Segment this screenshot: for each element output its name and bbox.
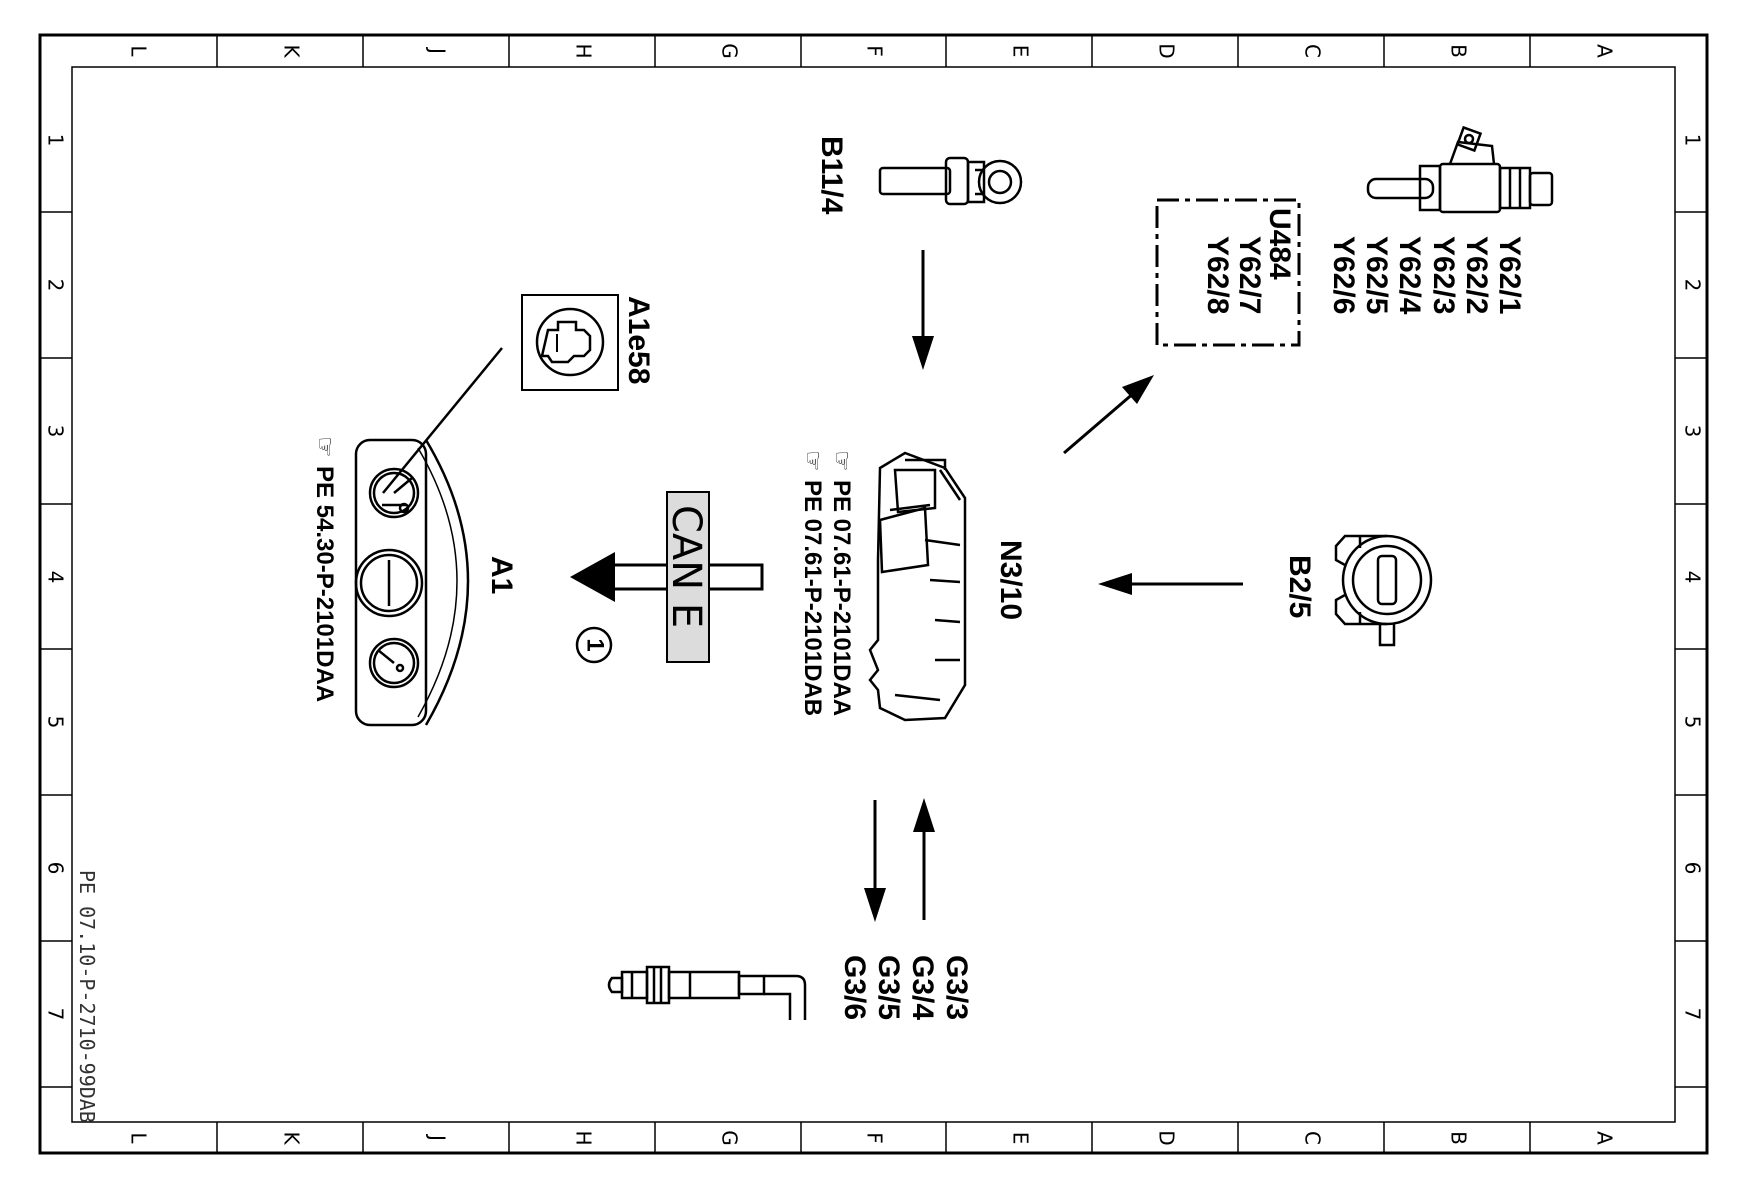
n3-10-reference-1: ☞ PE 07.61-P-2101DAA: [828, 450, 855, 716]
col-bottom-7: D: [1155, 1130, 1179, 1145]
row-right-7: 7: [1681, 1008, 1705, 1021]
u484-labels: U484 Y62/7 Y62/8: [1201, 208, 1296, 314]
col-top-9: B: [1447, 44, 1471, 58]
top-column-ruler: [216, 35, 1531, 67]
b11-4-sensor-icon: [878, 156, 1023, 206]
u484-dashed-box: [1155, 198, 1301, 347]
a1e58-label: A1e58: [622, 296, 655, 384]
row-right-3: 3: [1681, 425, 1705, 438]
row-right-6: 6: [1681, 862, 1705, 875]
a1-ref-hand-icon: ☞: [311, 436, 338, 458]
col-bottom-8: C: [1301, 1131, 1325, 1145]
row-left-4: 4: [44, 571, 68, 584]
can-e-callout-number: 1: [575, 626, 613, 664]
row-right-5: 5: [1681, 716, 1705, 729]
col-bottom-3: H: [572, 1130, 596, 1145]
column-letters-top: L K J H G F E D C B A: [127, 43, 1617, 59]
g3-item-3: G3/6: [838, 955, 871, 1020]
col-bottom-9: B: [1447, 1131, 1471, 1145]
b2-5-sensor-icon: [1334, 534, 1433, 647]
col-bottom-0: L: [127, 1132, 151, 1144]
inner-frame: [71, 66, 1676, 1123]
a1-instrument-cluster-icon: [354, 438, 470, 727]
a1e58-leader-line: [382, 347, 503, 494]
row-left-1: 1: [44, 134, 68, 147]
col-top-1: K: [280, 44, 304, 58]
arrow-n3-10-to-o2-sensors: [864, 800, 886, 922]
col-top-4: G: [718, 43, 742, 59]
row-left-2: 2: [44, 279, 68, 292]
row-right-2: 2: [1681, 279, 1705, 292]
can-e-label: CAN E: [663, 505, 709, 628]
u484-label: U484: [1263, 208, 1296, 280]
can-e-callout-text: 1: [582, 638, 609, 651]
n3-10-ref2-text: PE 07.61-P-2101DAB: [799, 480, 826, 716]
col-top-7: D: [1155, 43, 1179, 58]
y62-fuel-injector-icon: [1366, 125, 1554, 214]
col-bottom-2: J: [426, 1133, 450, 1141]
row-right-4: 4: [1681, 571, 1705, 584]
document-number: PE 07.10-P-2710-99DAB: [75, 870, 99, 1123]
col-top-3: H: [572, 43, 596, 58]
u484-item-1: Y62/8: [1201, 236, 1234, 314]
a1e58-engine-lamp-icon: [521, 294, 619, 391]
g3-item-0: G3/3: [940, 955, 973, 1020]
can-e-bus-arrow: CAN E: [570, 491, 764, 663]
col-bottom-4: G: [718, 1130, 742, 1146]
g3-o2-sensor-icon: [607, 965, 807, 1020]
col-top-5: F: [863, 45, 887, 57]
col-bottom-5: F: [863, 1132, 887, 1144]
a1-ref-text: PE 54.30-P-2101DAA: [311, 466, 338, 702]
n3-10-label: N3/10: [994, 540, 1027, 620]
bottom-column-ruler: [216, 1122, 1531, 1153]
b2-5-label: B2/5: [1283, 555, 1316, 618]
y62-item-0: Y62/1: [1493, 236, 1526, 314]
y62-item-4: Y62/5: [1360, 236, 1393, 314]
n3-10-ref1-hand-icon: ☞: [828, 450, 855, 472]
col-top-8: C: [1301, 44, 1325, 58]
arrow-n3-10-to-injectors: [1063, 375, 1154, 455]
y62-labels: Y62/1 Y62/2 Y62/3 Y62/4 Y62/5 Y62/6: [1327, 236, 1526, 315]
n3-10-control-unit-icon: [868, 451, 967, 722]
y62-item-3: Y62/4: [1393, 236, 1426, 315]
row-left-7: 7: [44, 1008, 68, 1021]
a1-reference: ☞ PE 54.30-P-2101DAA: [311, 436, 338, 702]
col-top-6: E: [1009, 45, 1033, 58]
g3-labels: G3/3 G3/4 G3/5 G3/6: [838, 955, 973, 1020]
left-row-ruler: [40, 211, 72, 1088]
row-numbers-left: 1 2 3 4 5 6 7: [44, 134, 68, 1021]
col-bottom-1: K: [280, 1131, 304, 1145]
col-top-0: L: [127, 45, 151, 57]
arrow-b2-5-to-n3-10: [1098, 573, 1243, 595]
col-bottom-10: A: [1593, 1131, 1617, 1145]
row-left-5: 5: [44, 716, 68, 729]
row-numbers-right: 1 2 3 4 5 6 7: [1681, 134, 1705, 1021]
g3-item-1: G3/4: [906, 955, 939, 1020]
can-e-label-box: [666, 491, 710, 663]
y62-item-2: Y62/3: [1427, 236, 1460, 314]
a1-label: A1: [485, 556, 518, 594]
n3-10-ref1-text: PE 07.61-P-2101DAA: [828, 480, 855, 716]
col-bottom-6: E: [1009, 1132, 1033, 1145]
column-letters-bottom: L K J H G F E D C B A: [127, 1130, 1617, 1146]
y62-item-1: Y62/2: [1460, 236, 1493, 314]
right-row-ruler: [1675, 211, 1707, 1088]
col-top-2: J: [426, 46, 450, 54]
u484-item-0: Y62/7: [1233, 236, 1266, 314]
row-left-3: 3: [44, 425, 68, 438]
n3-10-reference-2: ☞ PE 07.61-P-2101DAB: [799, 450, 826, 716]
arrow-o2-sensors-to-n3-10: [913, 798, 935, 920]
arrow-b11-4-to-n3-10: [912, 250, 934, 370]
outer-frame: [38, 33, 1709, 1155]
col-top-10: A: [1593, 44, 1617, 58]
row-right-1: 1: [1681, 134, 1705, 147]
y62-item-5: Y62/6: [1327, 236, 1360, 314]
g3-item-2: G3/5: [872, 955, 905, 1020]
b11-4-label: B11/4: [815, 136, 848, 215]
n3-10-ref2-hand-icon: ☞: [799, 450, 826, 472]
row-left-6: 6: [44, 862, 68, 875]
